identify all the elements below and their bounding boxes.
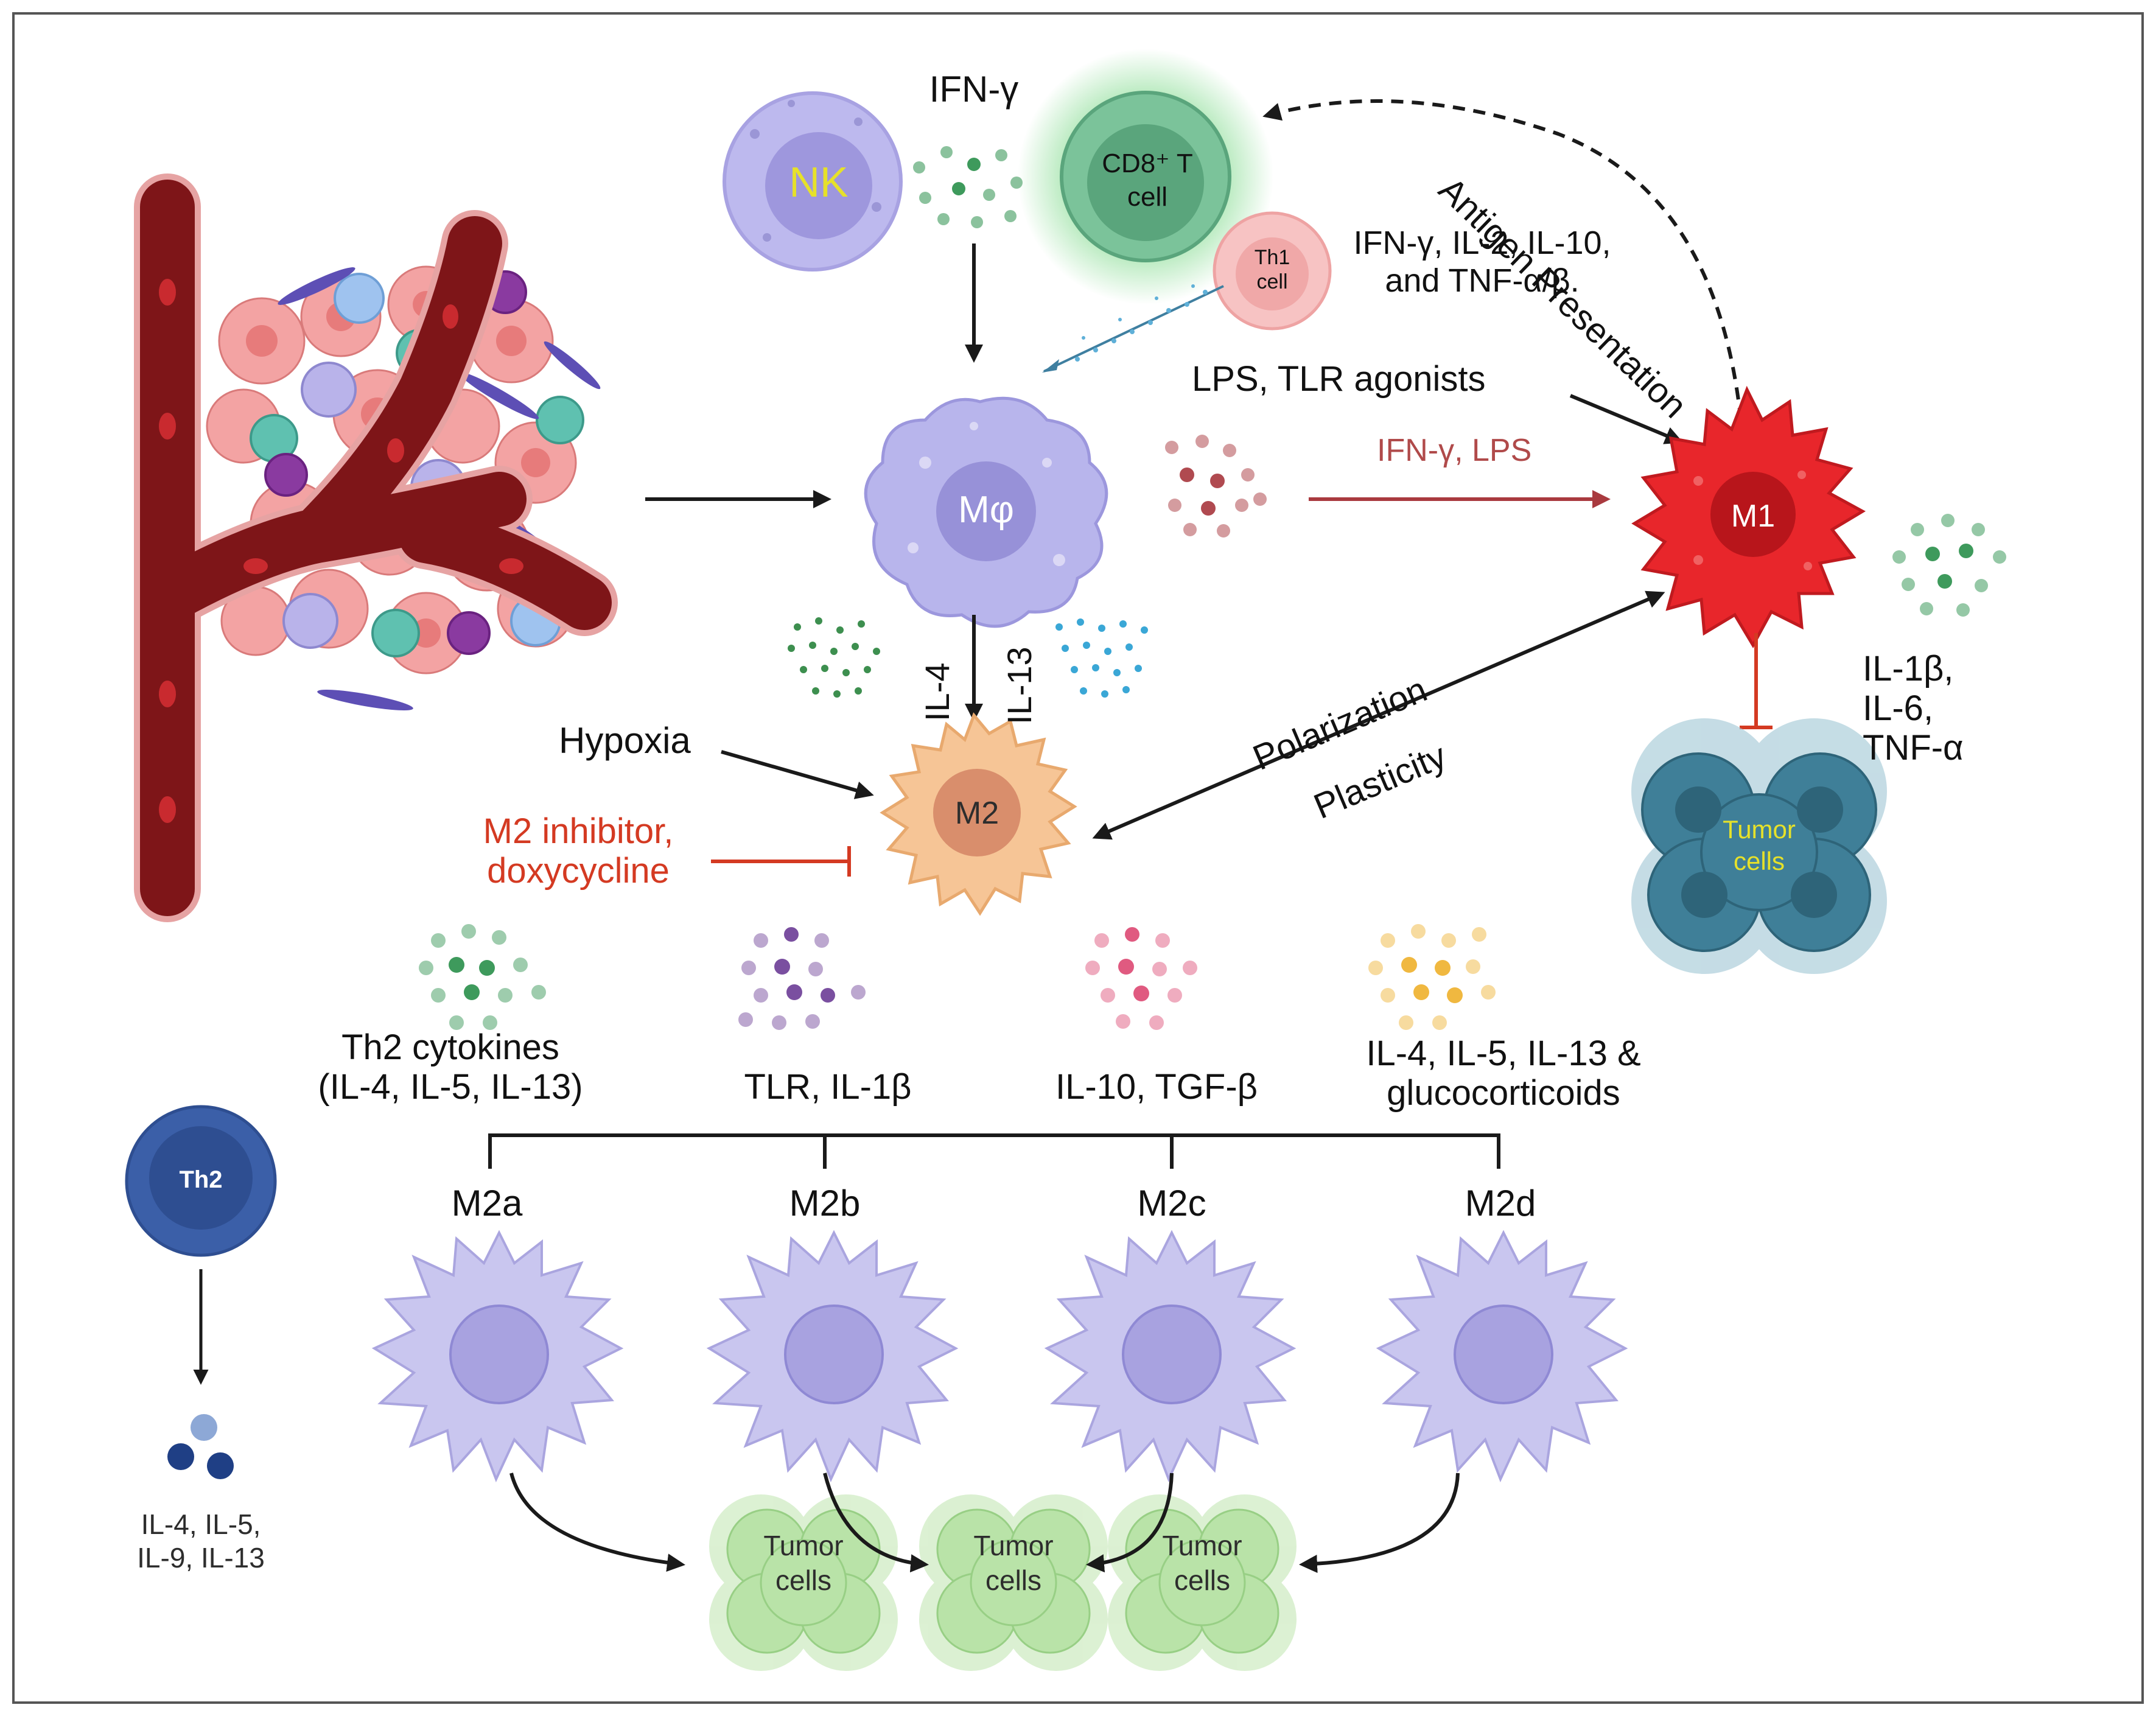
m2-label: M2 xyxy=(954,796,999,831)
m1-inhibits-tumor-line xyxy=(1740,633,1773,729)
m2d-inducers-line2: glucocorticoids xyxy=(1387,1073,1620,1113)
th2-products-line2: IL-9, IL-13 xyxy=(137,1542,265,1574)
ifn-gamma-particles xyxy=(913,146,1023,228)
m1-tumor-cells xyxy=(1631,718,1887,974)
m1-cytokines-line1: IL-1β, xyxy=(1863,649,1954,688)
il10-tgfb-label: IL-10, TGF-β xyxy=(1055,1067,1258,1107)
lps-tlr-label: LPS, TLR agonists xyxy=(1192,359,1486,399)
tumor-cluster-1-line1: Tumor xyxy=(763,1530,844,1561)
m2-subtype-cells xyxy=(371,1230,1628,1483)
macrophage-label: Mφ xyxy=(958,489,1014,531)
tumor-microenvironment-illustration xyxy=(134,173,618,922)
m2d-inducers-line1: IL-4, IL-5, IL-13 & xyxy=(1366,1034,1641,1073)
hypoxia-label: Hypoxia xyxy=(559,720,691,761)
ifn-lps-label: IFN-γ, LPS xyxy=(1377,433,1532,468)
il10-tgfb-particles xyxy=(1085,927,1197,1030)
th2-label: Th2 xyxy=(179,1166,223,1193)
bottom-tumor-clusters xyxy=(709,1494,1297,1671)
th1-label-line1: Th1 xyxy=(1254,246,1290,269)
figure-frame xyxy=(12,12,2144,1704)
arrow-lps-tlr-to-m1 xyxy=(1569,394,1684,444)
nk-cell xyxy=(723,91,903,271)
tumor-cluster-2 xyxy=(919,1494,1108,1671)
th2-products-line1: IL-4, IL-5, xyxy=(141,1508,261,1540)
tumor-cluster-1-line2: cells xyxy=(775,1564,832,1596)
th2-cytokines-line2: (IL-4, IL-5, IL-13) xyxy=(318,1067,583,1107)
m2-cell xyxy=(880,712,1077,916)
m2c-cell xyxy=(1044,1230,1297,1483)
m2a-label: M2a xyxy=(451,1183,523,1224)
tlr-il1b-label: TLR, IL-1β xyxy=(744,1067,912,1107)
arrow-m2d-to-tumor xyxy=(1299,1473,1460,1574)
th1-cytokines-line2: and TNF-α/β. xyxy=(1385,262,1580,299)
cd8-label-line1: CD8⁺ T xyxy=(1102,149,1193,178)
cd8-t-cell xyxy=(1018,49,1273,304)
arrow-m2a-to-tumor xyxy=(509,1473,685,1572)
macrophage-cell xyxy=(864,396,1108,628)
ifn-lps-particles xyxy=(1165,435,1267,538)
tumor-m1-label-line2: cells xyxy=(1733,847,1785,875)
tumor-cluster-3-line1: Tumor xyxy=(1162,1530,1242,1561)
arrow-hypoxia-to-m2 xyxy=(721,750,874,799)
arrow-m2b-to-tumor xyxy=(823,1473,929,1573)
m2-subtype-bracket xyxy=(488,1133,1500,1169)
tumor-cluster-3 xyxy=(1108,1494,1297,1671)
antigen-presentation-arrow xyxy=(1262,99,1743,421)
m2d-inducer-particles xyxy=(1368,924,1496,1030)
th2-cell xyxy=(125,1105,277,1257)
nk-label: NK xyxy=(789,158,849,206)
th1-cell xyxy=(1213,211,1332,331)
m1-cytokines-line2: IL-6, xyxy=(1863,688,1934,728)
m2a-cell xyxy=(371,1230,624,1483)
tumor-cluster-1 xyxy=(709,1494,898,1671)
polarization-plasticity-arrow xyxy=(1092,590,1665,840)
arrow-m2c-to-tumor xyxy=(1086,1473,1174,1573)
tumor-cluster-2-line2: cells xyxy=(985,1564,1042,1596)
m2-inhibitor-line xyxy=(711,846,851,877)
th1-cytokines-line1: IFN-γ, IL-2, IL-10, xyxy=(1353,225,1611,261)
m2-inhibitor-line1: M2 inhibitor, xyxy=(483,811,674,851)
m2b-label: M2b xyxy=(789,1183,861,1224)
m2d-label: M2d xyxy=(1465,1183,1536,1224)
th2-cytokine-particles xyxy=(419,924,546,1030)
th1-secretion-arrow xyxy=(1042,284,1224,373)
cd8-label-line2: cell xyxy=(1127,182,1168,212)
tumor-cluster-2-line1: Tumor xyxy=(973,1530,1054,1561)
il13-label: IL-13 xyxy=(1000,646,1038,724)
m2c-label: M2c xyxy=(1137,1183,1206,1224)
th2-cytokines-line1: Th2 cytokines xyxy=(341,1028,559,1067)
m1-cytokines-line3: TNF-α xyxy=(1863,728,1964,768)
m2b-cell xyxy=(706,1230,959,1483)
tumor-cluster-3-line2: cells xyxy=(1174,1564,1231,1596)
tumor-m1-label-line1: Tumor xyxy=(1723,815,1796,844)
tlr-il1b-particles xyxy=(738,927,866,1030)
m2-inhibitor-line2: doxycycline xyxy=(487,851,670,891)
ifn-gamma-top-label: IFN-γ xyxy=(929,69,1019,110)
th2-product-particles xyxy=(167,1414,234,1479)
m1-cell xyxy=(1631,385,1866,649)
m1-label: M1 xyxy=(1731,499,1776,534)
il13-particles xyxy=(1055,618,1148,698)
il4-particles xyxy=(788,617,880,698)
m2d-cell xyxy=(1376,1230,1628,1483)
m1-cytokine-particles xyxy=(1892,514,2006,617)
il4-label: IL-4 xyxy=(918,662,956,722)
th1-label-line2: cell xyxy=(1256,270,1288,293)
